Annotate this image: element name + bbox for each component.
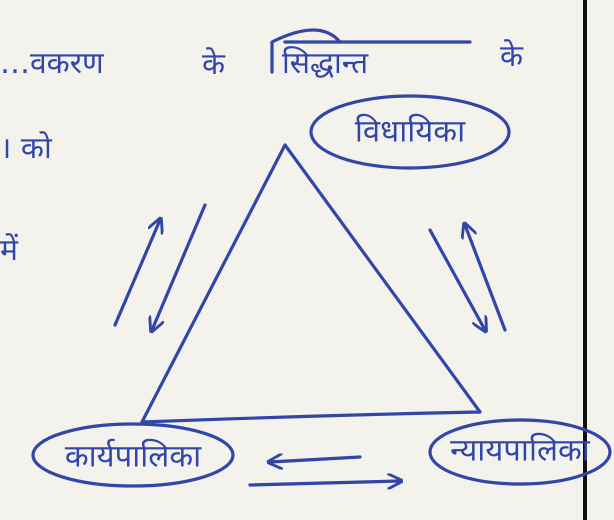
bottom-left-arrow: [270, 457, 362, 462]
triangle-connector: [140, 143, 482, 424]
left-down-arrow: [152, 203, 207, 330]
left-text-line-2: में: [0, 233, 19, 268]
right-down-arrow: [428, 228, 485, 330]
right-up-arrow: [465, 225, 507, 332]
left-text-line-1: । को: [0, 131, 53, 166]
judiciary-label: न्यायपालिका: [450, 433, 591, 469]
heading-part-1: …वकरण: [0, 46, 105, 81]
heading-part-3: सिद्धान्त: [282, 46, 369, 81]
left-up-arrow: [113, 220, 160, 327]
heading-part-2: के: [202, 47, 226, 82]
heading-overline: [270, 28, 342, 74]
heading-part-4: के: [500, 39, 524, 74]
legislature-label: विधायिका: [355, 114, 466, 150]
legislature-ellipse: [309, 94, 511, 170]
judiciary-ellipse: [428, 418, 612, 486]
executive-label: कार्यपालिका: [65, 439, 202, 475]
executive-ellipse: [31, 422, 235, 488]
bottom-right-arrow: [248, 481, 400, 485]
